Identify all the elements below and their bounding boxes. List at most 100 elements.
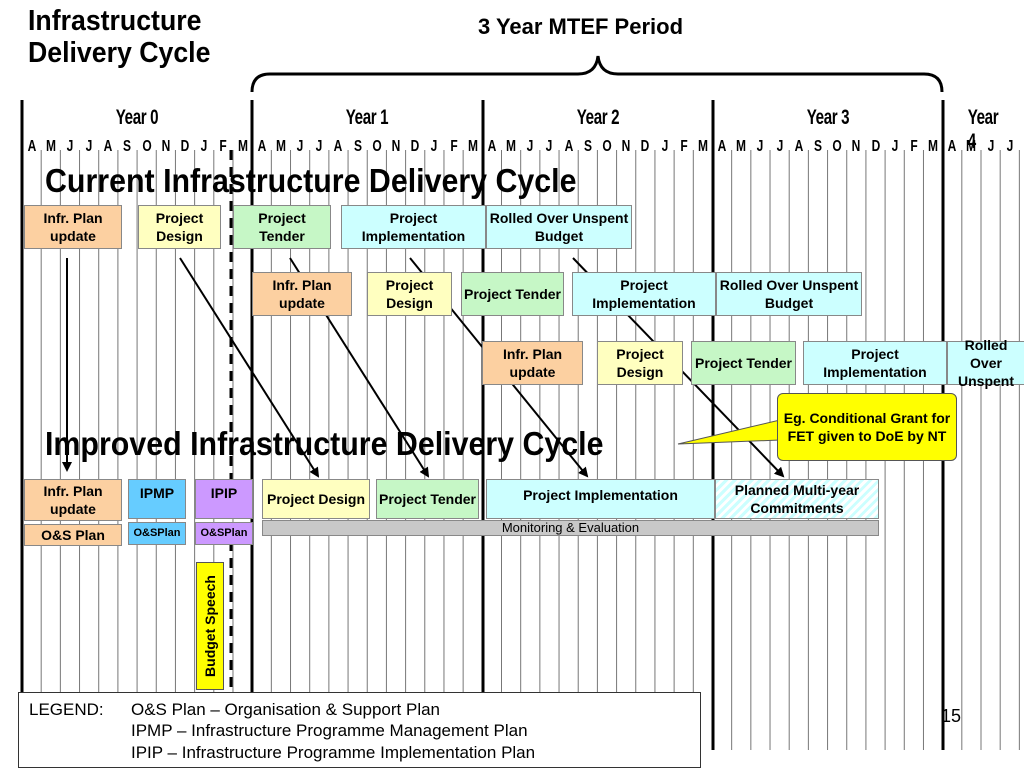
month-label: M xyxy=(467,138,478,155)
month-label: J xyxy=(296,138,304,155)
month-label: N xyxy=(391,138,401,155)
month-label: J xyxy=(757,138,764,155)
improved-infr-plan: Infr. Plan update xyxy=(24,479,122,521)
month-label: S xyxy=(813,138,822,155)
improved-ipip: IPIP xyxy=(195,479,253,519)
current-row3-implementation: Project Implementation xyxy=(803,341,947,385)
page-title: Infrastructure Delivery Cycle xyxy=(28,5,211,70)
year-label: Year 4 xyxy=(967,106,999,153)
improved-os-plan: O&S Plan xyxy=(24,524,122,546)
month-label: S xyxy=(353,138,362,155)
budget-speech-label: Budget Speech xyxy=(202,575,218,677)
current-row2-tender: Project Tender xyxy=(461,272,564,316)
month-label: M xyxy=(45,138,56,155)
month-label: J xyxy=(315,138,323,155)
month-label: J xyxy=(200,138,208,155)
mtef-period-label: 3 Year MTEF Period xyxy=(478,14,684,39)
month-label: F xyxy=(449,138,458,155)
month-label: O xyxy=(141,138,152,155)
month-label: M xyxy=(736,138,747,155)
month-label: D xyxy=(410,138,420,155)
month-label: N xyxy=(621,138,631,155)
month-label: N xyxy=(161,138,171,155)
month-label: D xyxy=(641,138,650,155)
month-label: A xyxy=(27,138,36,155)
arrow-design xyxy=(179,257,320,478)
mtef-brace xyxy=(250,55,944,93)
improved-design: Project Design xyxy=(262,479,370,519)
current-row2-implementation: Project Implementation xyxy=(572,272,716,316)
legend: LEGEND: O&S Plan – Organisation & Support… xyxy=(18,692,701,768)
improved-commitments: Planned Multi-year Commitments xyxy=(715,479,879,519)
title-line-1: Infrastructure xyxy=(28,5,202,37)
month-label: S xyxy=(583,138,592,155)
page-number: 15 xyxy=(941,706,962,726)
current-row1-rolled-over: Rolled Over Unspent Budget xyxy=(486,205,632,249)
month-label: N xyxy=(851,138,861,155)
month-label: J xyxy=(1006,138,1014,155)
current-row1-implementation: Project Implementation xyxy=(341,205,486,249)
year-label: Year 3 xyxy=(806,106,850,129)
month-label: F xyxy=(910,138,918,155)
callout-note: Eg. Conditional Grant for FET given to D… xyxy=(777,393,957,461)
month-label: A xyxy=(103,138,113,155)
month-label: A xyxy=(334,138,343,155)
month-label: M xyxy=(275,138,286,155)
month-label: A xyxy=(257,138,267,155)
current-row3-infr-plan: Infr. Plan update xyxy=(482,341,583,385)
month-label: O xyxy=(602,138,612,155)
current-row2-rolled-over: Rolled Over Unspent Budget xyxy=(716,272,862,316)
current-row3-tender: Project Tender xyxy=(691,341,796,385)
month-label: A xyxy=(947,138,957,155)
month-label: A xyxy=(717,138,727,155)
month-label: A xyxy=(564,138,573,155)
improved-cycle-title: Improved Infrastructure Delivery Cycle xyxy=(45,425,604,462)
current-row2-design: Project Design xyxy=(367,272,452,316)
month-label: M xyxy=(237,138,248,155)
month-label: J xyxy=(776,138,783,155)
legend-item: IPMP – Infrastructure Programme Manageme… xyxy=(131,721,528,741)
month-label: J xyxy=(431,138,438,155)
year-label: Year 2 xyxy=(576,106,620,129)
month-label: M xyxy=(506,138,517,155)
month-label: J xyxy=(661,138,668,155)
improved-ipmp: IPMP xyxy=(128,479,186,519)
current-row1-tender: Project Tender xyxy=(233,205,331,249)
improved-tender: Project Tender xyxy=(376,479,479,519)
current-row3-rolled-over: Rolled Over Unspent xyxy=(947,337,1024,389)
current-row3-design: Project Design xyxy=(597,341,683,385)
month-label: A xyxy=(794,138,804,155)
month-label: M xyxy=(697,138,708,155)
month-label: F xyxy=(680,138,688,155)
year-label: Year 0 xyxy=(115,106,159,129)
current-row2-infr-plan: Infr. Plan update xyxy=(252,272,352,316)
month-label: D xyxy=(180,138,190,155)
title-line-2: Delivery Cycle xyxy=(28,36,211,69)
callout-pointer xyxy=(677,419,781,445)
improved-ipmp-osplan: O&SPlan xyxy=(128,522,186,545)
current-row1-infr-plan: Infr. Plan update xyxy=(24,205,122,249)
legend-label: LEGEND: xyxy=(29,700,104,719)
monitoring-evaluation-bar: Monitoring & Evaluation xyxy=(262,520,879,536)
month-label: F xyxy=(219,138,228,155)
legend-item: O&S Plan – Organisation & Support Plan xyxy=(131,700,441,719)
current-row1-design: Project Design xyxy=(138,205,221,249)
month-label: J xyxy=(987,138,994,155)
month-label: M xyxy=(966,138,977,155)
month-label: J xyxy=(546,138,553,155)
budget-speech-box: Budget Speech xyxy=(196,562,224,690)
month-label: J xyxy=(66,138,74,155)
improved-implementation: Project Implementation xyxy=(486,479,715,519)
month-label: S xyxy=(123,138,132,155)
month-label: D xyxy=(871,138,880,155)
improved-ipip-osplan: O&SPlan xyxy=(195,522,253,545)
month-label: J xyxy=(891,138,899,155)
month-label: M xyxy=(928,138,939,155)
month-label: O xyxy=(832,138,842,155)
current-cycle-title: Current Infrastructure Delivery Cycle xyxy=(45,162,577,199)
month-label: A xyxy=(487,138,497,155)
month-label: J xyxy=(526,138,534,155)
month-label: O xyxy=(372,138,382,155)
legend-item: IPIP – Infrastructure Programme Implemen… xyxy=(131,742,536,762)
